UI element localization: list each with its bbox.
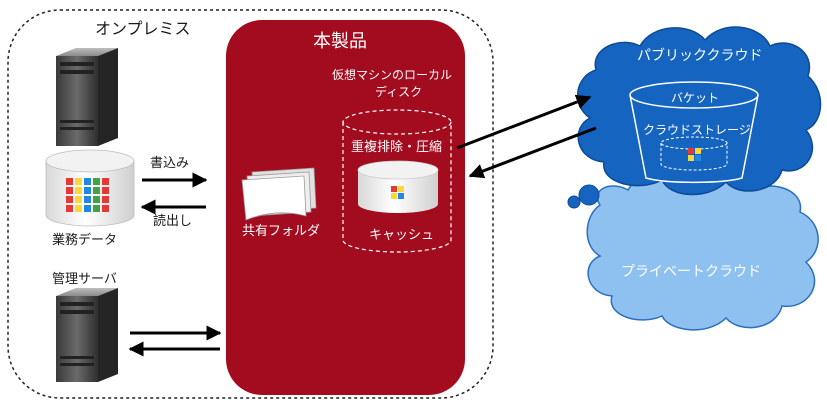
data-tile [84, 178, 91, 185]
data-tile [93, 178, 100, 185]
data-tile [398, 186, 404, 192]
data-tile [391, 186, 397, 192]
data-tile [84, 196, 91, 203]
data-tile [102, 205, 109, 212]
private-cloud-title: プライベートクラウド [621, 264, 761, 280]
write-label: 書込み [150, 156, 190, 171]
data-tile [391, 193, 397, 199]
data-tile [93, 187, 100, 194]
shared-folder-label: 共有フォルダ [242, 224, 321, 239]
cache-data-tiles [391, 186, 404, 199]
data-tile [75, 178, 82, 185]
download-from-cloud-arrow [468, 126, 597, 179]
data-tile [102, 196, 109, 203]
data-tile [84, 187, 91, 194]
data-tile [75, 196, 82, 203]
data-tile [398, 193, 404, 199]
data-tile [695, 155, 701, 161]
read-label: 読出し [153, 214, 193, 229]
local-disk-label-line2: ディスク [375, 85, 423, 99]
cloud-storage-label: クラウドストレージ [643, 123, 751, 137]
data-tile [66, 196, 73, 203]
mgmt-server-label: 管理サーバ [52, 272, 117, 287]
data-tile [688, 155, 694, 161]
public-cloud-title: パブリッククラウド [637, 48, 763, 64]
shared-folder-icon [241, 167, 317, 221]
server-icon-mgmt [56, 288, 118, 382]
data-tile [695, 148, 701, 154]
data-tile [75, 187, 82, 194]
data-tile [93, 205, 100, 212]
data-tile [75, 205, 82, 212]
data-tile [66, 178, 73, 185]
data-tile [66, 187, 73, 194]
cloud-puff-2 [567, 195, 581, 209]
data-tile [66, 205, 73, 212]
cache-label: キャッシュ [369, 228, 435, 243]
public-cloud-shape [576, 26, 822, 196]
business-data-label: 業務データ [52, 233, 118, 248]
dedup-label: 重複排除・圧縮 [351, 140, 443, 155]
bucket-rim [629, 81, 759, 109]
cloud-data-tiles [688, 148, 701, 161]
upload-to-cloud-arrow [456, 94, 592, 150]
bucket-shape [629, 94, 759, 184]
business-data-tiles [66, 178, 109, 212]
product-box [226, 20, 465, 395]
server-icon-top [56, 48, 118, 146]
onprem-title: オンプレミス [95, 19, 191, 38]
data-tile [688, 148, 694, 154]
data-tile [84, 205, 91, 212]
data-tile [93, 196, 100, 203]
cloud-storage-cylinder [660, 136, 728, 171]
local-disk-cylinder [342, 109, 452, 253]
private-cloud-shape [586, 174, 819, 331]
product-title: 本製品 [313, 31, 367, 52]
data-tile [102, 187, 109, 194]
local-disk-label-line1: 仮想マシンのローカル [332, 68, 453, 82]
cloud-puff-1 [578, 184, 600, 206]
data-tile [102, 178, 109, 185]
bucket-label: バケット [671, 91, 720, 105]
